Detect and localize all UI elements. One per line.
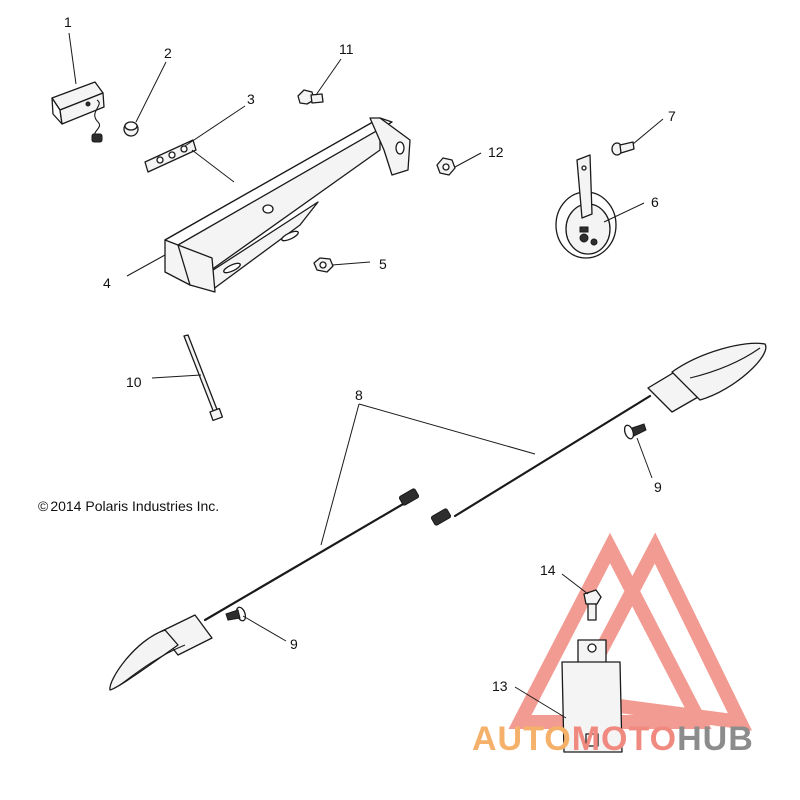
screw-part-7 xyxy=(611,141,635,156)
plate-part-3 xyxy=(144,139,197,173)
callout-9-lower: 9 xyxy=(290,636,298,652)
bolt-part-14 xyxy=(583,589,602,621)
copyright-notice: ©2014 Polaris Industries Inc. xyxy=(38,498,219,514)
callout-3: 3 xyxy=(247,91,255,107)
callout-13: 13 xyxy=(492,678,508,694)
callout-2: 2 xyxy=(164,45,172,61)
turn-signal-right-part-8 xyxy=(430,342,767,526)
turn-signal-left-part-8 xyxy=(109,488,420,691)
screw-part-9-lower xyxy=(225,606,247,622)
leader-lines xyxy=(68,32,664,719)
flasher-relay-part-13 xyxy=(561,639,623,753)
copyright-text: 2014 Polaris Industries Inc. xyxy=(50,498,219,514)
license-light-part-1 xyxy=(51,81,105,143)
watermark-text: AUTOMOTOHUB xyxy=(472,720,754,758)
horn-part-6 xyxy=(555,154,617,259)
callout-9-upper: 9 xyxy=(654,479,662,495)
bracket-part-4 xyxy=(164,117,411,293)
nut-part-12 xyxy=(436,157,456,176)
callout-7: 7 xyxy=(668,108,676,124)
callout-10: 10 xyxy=(126,374,142,390)
copyright-symbol: © xyxy=(38,498,49,514)
cable-tie-part-10 xyxy=(183,334,224,422)
callout-14: 14 xyxy=(540,562,556,578)
callout-12: 12 xyxy=(488,144,504,160)
watermark-text-auto: AUTO xyxy=(472,720,572,758)
callout-4: 4 xyxy=(103,275,111,291)
bushing-part-2 xyxy=(123,121,139,137)
bolt-part-11 xyxy=(297,89,324,105)
watermark-text-moto: MOTO xyxy=(572,720,677,758)
callout-6: 6 xyxy=(651,194,659,210)
nut-part-5 xyxy=(313,257,334,273)
callout-8: 8 xyxy=(355,387,363,403)
callout-11: 11 xyxy=(339,41,354,57)
callout-1: 1 xyxy=(64,14,72,30)
screw-part-9-upper xyxy=(623,423,647,440)
watermark-text-hub: HUB xyxy=(677,720,754,758)
callout-numbers: 1 2 3 4 5 6 7 8 9 9 10 11 12 13 14 xyxy=(64,14,676,694)
callout-5: 5 xyxy=(379,256,387,272)
